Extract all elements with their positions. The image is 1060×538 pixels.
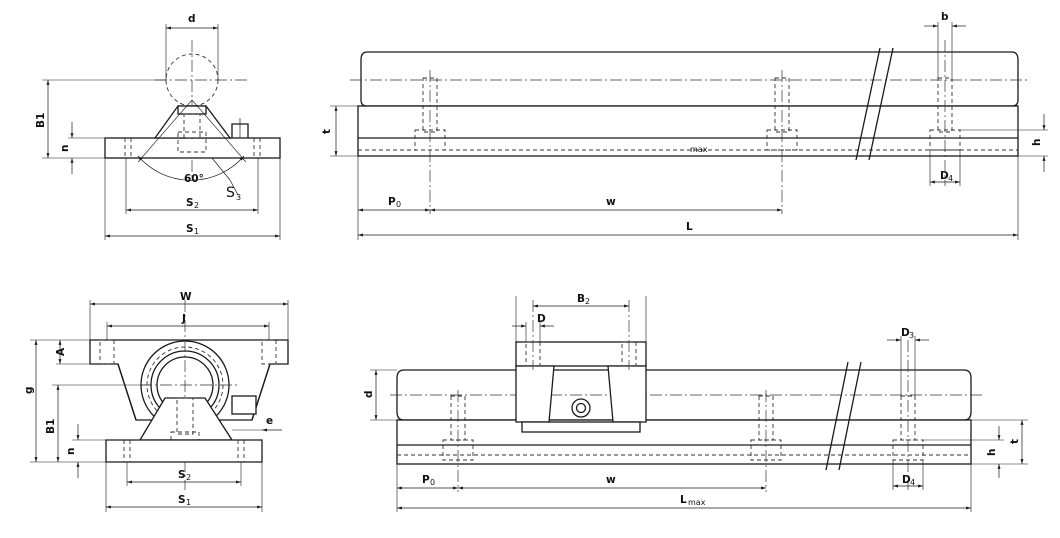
label-h: h	[1031, 139, 1043, 146]
break-line-1	[855, 47, 881, 161]
bearing-block	[515, 341, 647, 433]
lube-nipple	[571, 398, 591, 418]
label-n: n	[65, 448, 77, 455]
label-t: t	[321, 129, 333, 134]
label-D3: D	[901, 327, 910, 339]
label-b: b	[941, 11, 949, 23]
label-P0: P	[422, 474, 430, 486]
base-plate	[105, 439, 263, 463]
rail-support	[357, 105, 1019, 157]
label-D3-sub: 3	[909, 331, 914, 340]
label-P0-sub: 0	[396, 200, 401, 209]
label-Lmax-sub: max	[688, 498, 706, 507]
label-P0-sub: 0	[430, 478, 435, 487]
label-A: A	[55, 347, 67, 356]
label-B2: B	[577, 293, 585, 305]
label-n: n	[59, 145, 71, 152]
view-top-left: d 60° S 3 B1 n	[35, 13, 281, 240]
angle-arc	[137, 155, 245, 181]
shaft	[360, 51, 1019, 107]
label-S3-sub: 3	[236, 193, 241, 202]
label-L: L	[686, 221, 693, 233]
view-top-right: max b D 4 t	[321, 11, 1048, 240]
label-S2: S	[186, 197, 194, 209]
break-line-1	[825, 361, 849, 471]
label-g: g	[23, 386, 35, 394]
view-bottom-right: B 2 D D 3 D	[363, 293, 1028, 512]
label-w: w	[606, 474, 616, 486]
support-top	[177, 105, 207, 115]
label-B1: B1	[45, 419, 57, 434]
label-S3: S	[226, 185, 235, 201]
shaft	[396, 369, 972, 421]
label-w: w	[606, 196, 616, 208]
label-d: d	[188, 13, 196, 25]
label-e: e	[266, 415, 273, 427]
label-W: W	[180, 291, 192, 303]
label-B1: B1	[35, 113, 47, 128]
label-B2-sub: 2	[585, 297, 590, 306]
label-S1: S	[178, 494, 186, 506]
break-line-2	[868, 47, 894, 161]
label-S1: S	[186, 223, 194, 235]
label-P0: P	[388, 196, 396, 208]
label-S2-sub: 2	[194, 201, 199, 210]
label-J: J	[181, 313, 186, 325]
label-h: h	[986, 449, 998, 456]
side-screw	[231, 395, 257, 415]
label-max: max	[690, 145, 708, 154]
label-S2: S	[178, 469, 186, 481]
label-Lmax: L	[680, 494, 687, 506]
label-S1-sub: 1	[186, 498, 191, 507]
view-bottom-left: e W J A g B1 n S 2	[23, 291, 289, 512]
label-D4: D	[902, 474, 911, 486]
label-60deg: 60°	[184, 173, 204, 185]
label-d: d	[363, 390, 375, 398]
break-line-2	[838, 361, 862, 471]
label-S1-sub: 1	[194, 227, 199, 236]
rail-support	[396, 419, 972, 465]
label-D4: D	[940, 170, 949, 182]
label-D: D	[537, 313, 546, 325]
label-S2-sub: 2	[186, 473, 191, 482]
label-t: t	[1009, 439, 1021, 444]
label-D4-sub: 4	[910, 478, 915, 487]
label-D4-sub: 4	[948, 174, 953, 183]
